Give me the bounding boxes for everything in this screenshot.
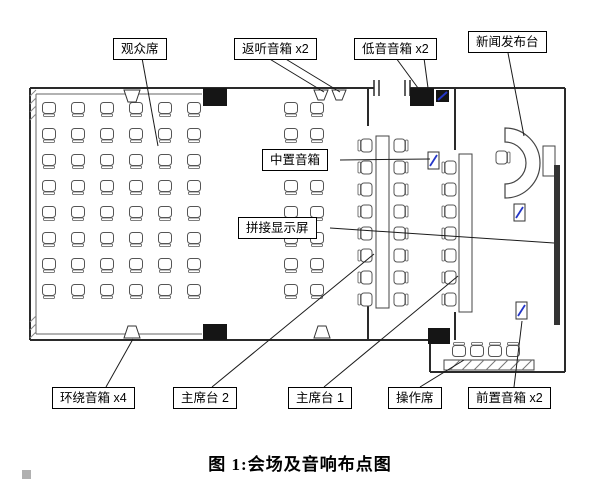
leader-subwoofer-a [395, 57, 419, 89]
rostrum-2-chairs-left [357, 138, 373, 307]
leader-rostrum2 [211, 253, 375, 388]
subwoofer-speaker-blocks [203, 88, 450, 344]
leader-videowall [329, 227, 555, 244]
video-wall-panel [554, 165, 560, 325]
leader-surround [105, 338, 134, 388]
leader-lines [105, 52, 555, 388]
figure-caption: 图 1:会场及音响布点图 [208, 455, 392, 474]
label-press-podium: 新闻发布台 [468, 31, 547, 53]
camera-icon [436, 90, 449, 102]
wall-inner-lines [35, 93, 202, 335]
label-operator-seat: 操作席 [388, 387, 442, 409]
leader-center [339, 158, 431, 161]
label-monitor-speakers: 返听音箱 x2 [234, 38, 317, 60]
monitor-speaker-icons [313, 89, 347, 101]
room-walls [29, 87, 566, 373]
leader-subwoofer-b [423, 57, 429, 89]
operator-desk [443, 359, 535, 371]
leader-operator [419, 359, 465, 388]
audience-chair-grid-center [284, 102, 324, 299]
leader-audience [141, 57, 159, 147]
wall-speaker-icons [427, 151, 528, 320]
leader-monitor-a [267, 57, 325, 93]
surround-speaker-icons [123, 89, 331, 339]
door-ticks [373, 80, 411, 96]
label-center-speaker: 中置音箱 [262, 149, 329, 171]
press-podium-chair [495, 150, 511, 165]
operator-chairs [452, 342, 520, 357]
rostrum-1-table [458, 153, 473, 313]
label-subwoofers: 低音音箱 x2 [354, 38, 437, 60]
rostrum-1-chairs [441, 160, 457, 307]
rostrum-2-table [375, 135, 390, 309]
label-video-wall: 拼接显示屏 [238, 217, 317, 239]
wall-hatching [29, 89, 37, 339]
audience-chair-grid-left [42, 102, 201, 299]
rostrum-2-chairs-right [393, 138, 409, 307]
leader-rostrum1 [323, 275, 459, 388]
leader-monitor-b [283, 57, 341, 93]
label-front-speakers: 前置音箱 x2 [468, 387, 551, 409]
press-podium-desk [504, 127, 556, 199]
label-rostrum-2: 主席台 2 [173, 387, 237, 409]
label-rostrum-1: 主席台 1 [288, 387, 352, 409]
label-audience: 观众席 [113, 38, 167, 60]
label-surround-speakers: 环绕音箱 x4 [52, 387, 135, 409]
leader-press [507, 52, 525, 137]
leader-front [513, 320, 523, 388]
page-artifact [22, 470, 31, 479]
